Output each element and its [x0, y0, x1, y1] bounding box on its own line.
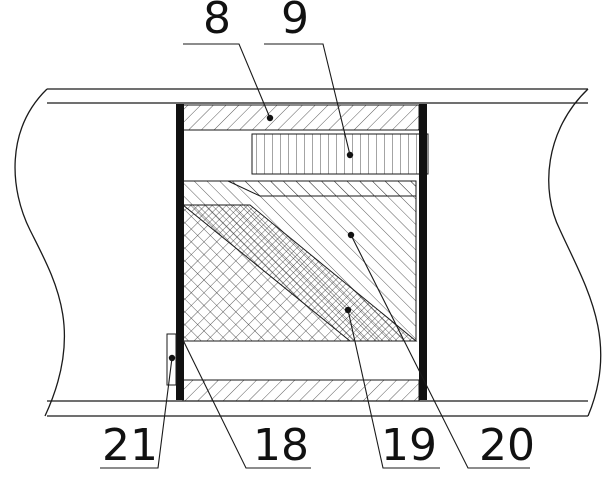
right-wall: [419, 104, 427, 400]
top-hatched-layer: [182, 104, 420, 131]
label-19: 19: [381, 420, 437, 471]
bottom-hatched-layer: [182, 379, 420, 402]
left-wall: [176, 104, 184, 400]
vertical-line-strip: [251, 133, 429, 175]
upper-wedge: [227, 180, 417, 197]
label-18: 18: [253, 420, 309, 471]
label-20: 20: [479, 420, 535, 471]
label-21: 21: [102, 420, 158, 471]
label-9: 9: [281, 0, 309, 44]
label-8: 8: [203, 0, 231, 44]
leader-lines: [100, 43, 530, 469]
